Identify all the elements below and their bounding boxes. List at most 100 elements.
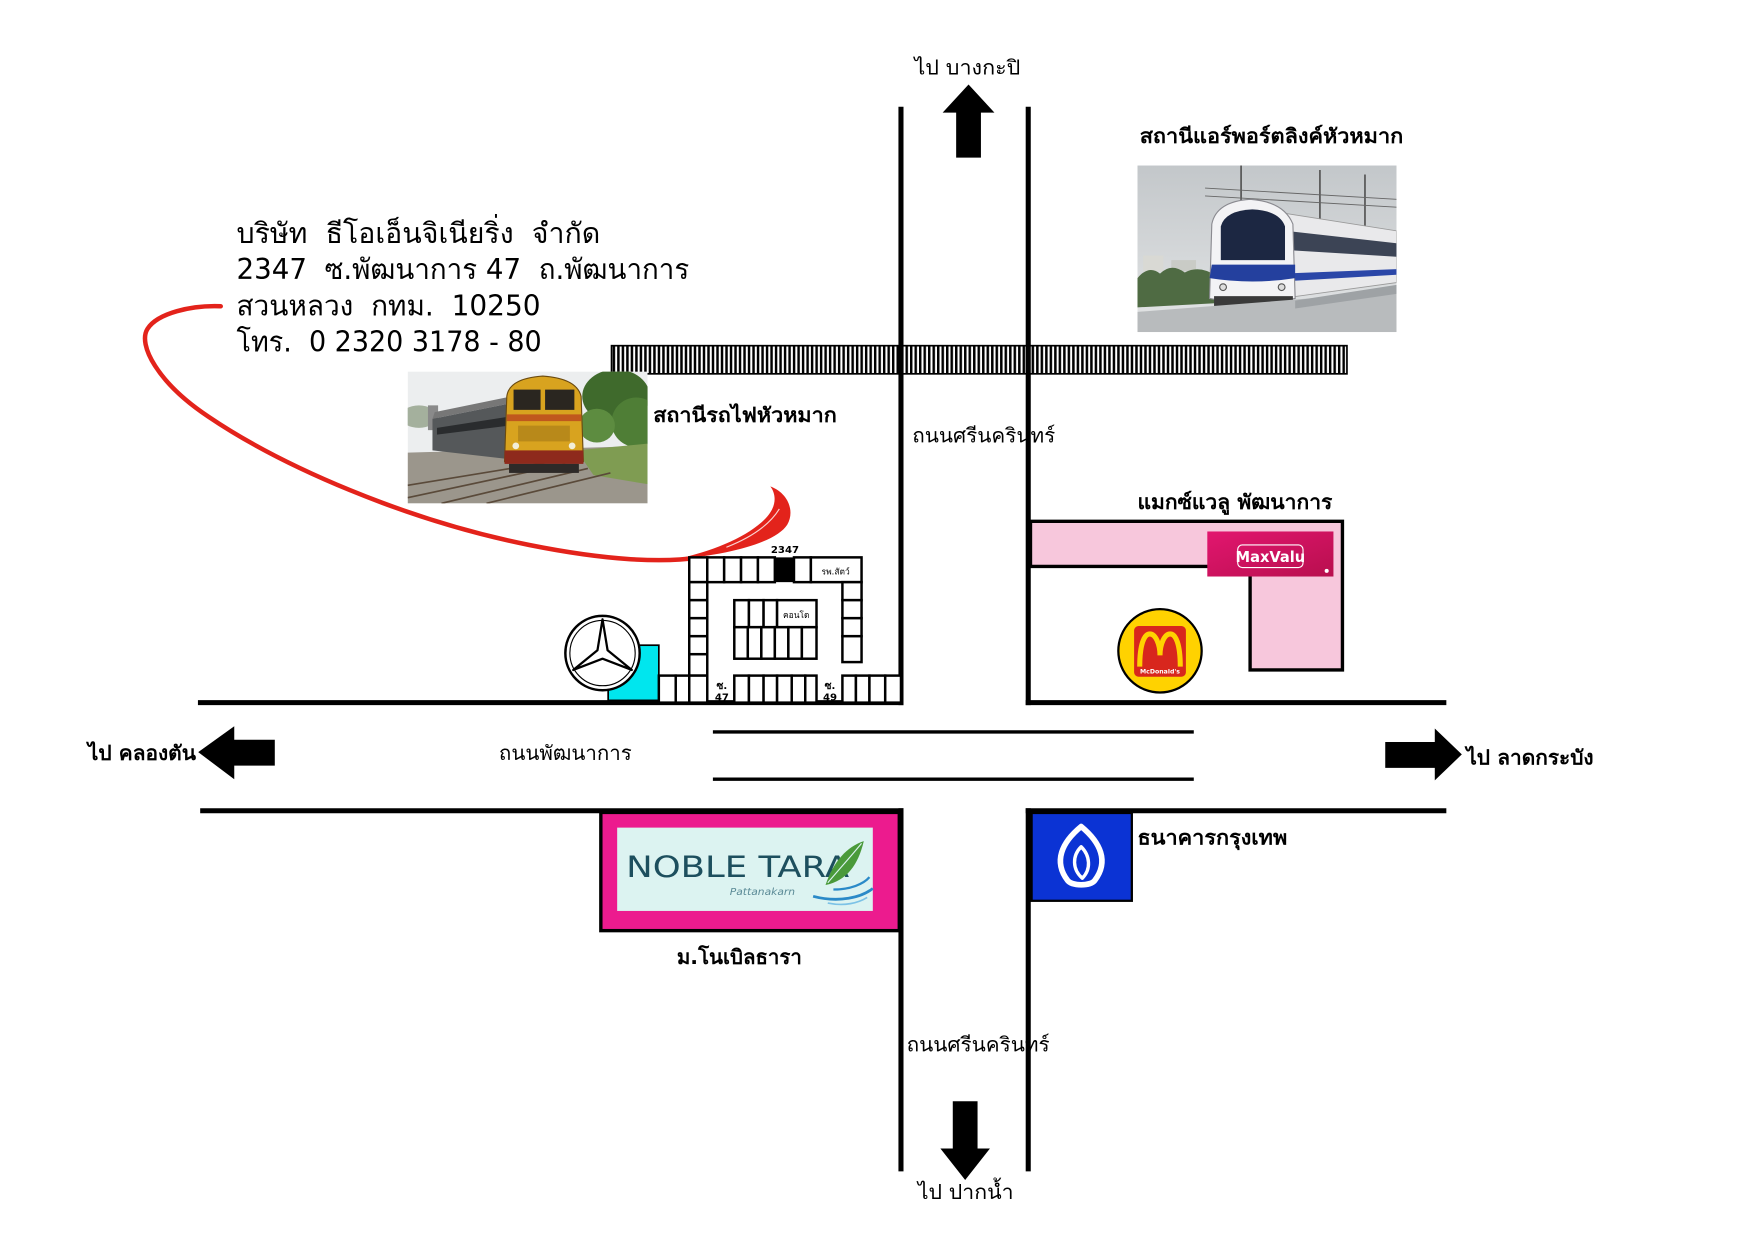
photo-building [1143, 255, 1164, 272]
building-unit [688, 580, 709, 602]
red-pointer-curve-icon [142, 303, 791, 563]
maxvalu-logo-frame [1237, 544, 1304, 569]
maxvalu-logo-background [1207, 531, 1334, 577]
building-unit [883, 674, 903, 704]
company-address-line2: สวนหลวง กทม. 10250 [237, 289, 541, 322]
train-grille [518, 425, 570, 442]
train-headlight [568, 442, 576, 450]
noble-tara-logo-subtext: Pattanakarn [730, 887, 795, 898]
building-unit [688, 652, 709, 677]
building-unit [773, 625, 790, 660]
photo-tree [611, 397, 648, 448]
building-unit [854, 674, 871, 704]
water-wave-icon [827, 896, 868, 906]
noble-tara-logo-icon: NOBLE TARA Pattanakarn [599, 810, 901, 933]
viaduct-edge [1295, 284, 1397, 309]
lotus-inner-icon [1072, 845, 1091, 880]
building-unit [722, 556, 743, 584]
building-unit [841, 580, 863, 602]
vet-hospital-label: รพ.สัตว์ [822, 566, 850, 576]
building-unit [756, 556, 777, 584]
direction-west-label: ไป คลองตัน [86, 741, 196, 765]
train-carriage [432, 403, 512, 460]
noble-tara-panel [617, 827, 873, 911]
train-station-photo [407, 371, 648, 504]
maxvalu-logo-dot [1324, 568, 1329, 573]
srinakarin-road-label-upper: ถนนศรีนครินทร์ [912, 424, 1055, 448]
building-number-label: 2347 [771, 545, 799, 556]
building-unit [733, 674, 751, 704]
building-unit [800, 625, 818, 660]
building-unit [868, 674, 887, 704]
building-unit [804, 674, 818, 704]
direction-north-label: ไป บางกะปิ [912, 55, 1020, 79]
train-bumper [504, 450, 584, 464]
soi-47-prefix: ซ. [717, 681, 728, 692]
train-window-strip [1286, 230, 1397, 257]
building-unit [688, 598, 709, 620]
maxvalu-logo-icon: MaxValu [1207, 531, 1334, 577]
train-windshield [513, 389, 541, 410]
company-address-line1: 2347 ซ.พัฒนาการ 47 ถ.พัฒนาการ [237, 253, 690, 286]
building-unit [841, 634, 863, 664]
building-unit [733, 598, 751, 629]
noble-tara-logo-text: NOBLE TARA [626, 850, 849, 884]
leaf-vein [827, 843, 862, 884]
train-headlight [1219, 283, 1228, 292]
lotus-outer-icon [1057, 823, 1105, 888]
building-unit [790, 674, 807, 704]
arrow-up-icon [942, 84, 995, 158]
train-roof [432, 396, 512, 419]
building-unit [688, 674, 709, 704]
company-address-block: บริษัท ธีโอเอ็นจิเนียริ่ง จำกัด 2347 ซ.พ… [237, 214, 690, 358]
srinakarin-road-label-lower: ถนนศรีนครินทร์ [907, 1033, 1050, 1057]
site-compound [657, 556, 903, 704]
mcdonalds-logo-text: McDonald's [1140, 668, 1180, 675]
photo-tree [578, 408, 615, 443]
train-headlight [512, 442, 520, 450]
water-wave-icon [833, 876, 871, 891]
catenary-wire [1205, 187, 1397, 200]
airport-link-station-label: สถานีแอร์พอร์ตลิงค์หัวหมาก [1140, 124, 1404, 148]
catenary-wire [1205, 195, 1397, 208]
train-stripe [1281, 269, 1397, 282]
train-windshield [545, 389, 575, 410]
bangkok-bank-logo-icon [1030, 811, 1133, 902]
noble-tara-label: ม.โนเบิลธารา [677, 944, 802, 969]
railway-track-icon [610, 344, 1348, 375]
train-headlight [1277, 283, 1286, 292]
arrow-right-icon [1385, 728, 1462, 781]
building-unit [657, 674, 677, 704]
building-unit [688, 616, 709, 638]
airport-link-photo [1137, 165, 1397, 333]
building-unit [747, 598, 765, 629]
photo-trees [1137, 267, 1222, 308]
pointer-flame-highlight [726, 508, 780, 548]
soi-47-number: 47 [715, 692, 729, 703]
train-window-strip [436, 416, 510, 435]
direction-east-label: ไป ลาดกระบัง [1464, 746, 1593, 770]
bangkok-bank-label: ธนาคารกรุงเทพ [1137, 826, 1287, 851]
building-unit [762, 598, 779, 629]
golden-arches-icon [1137, 631, 1183, 667]
company-name: บริษัท ธีโอเอ็นจิเนียริ่ง จำกัด [237, 214, 601, 250]
photo-building [1171, 260, 1197, 272]
building-unit [775, 674, 793, 704]
phatthanakan-road-label: ถนนพัฒนาการ [499, 741, 632, 765]
train-windshield [1220, 209, 1286, 261]
building-unit [739, 556, 760, 584]
pointer-line [142, 303, 701, 563]
train-stripe [506, 414, 582, 422]
building-unit [792, 556, 813, 584]
building-unit [760, 625, 777, 660]
photo-grass [576, 443, 648, 485]
soi-49-prefix: ซ. [825, 681, 836, 692]
building-unit [747, 674, 765, 704]
company-phone: โทร. 0 2320 3178 - 80 [237, 325, 542, 358]
mcdonalds-logo-icon: McDonald's [1117, 608, 1203, 694]
building-unit [706, 556, 726, 584]
arrow-left-icon [198, 726, 275, 780]
building-unit [841, 616, 863, 638]
water-wave-icon [812, 887, 874, 901]
train-station-label: สถานีรถไฟหัวหมาก [653, 403, 837, 427]
